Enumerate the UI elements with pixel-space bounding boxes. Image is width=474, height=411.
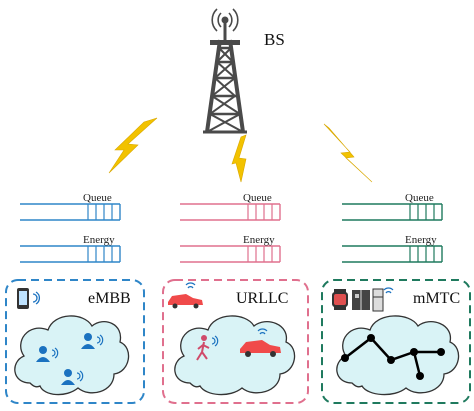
queue-buffer-icon: Energy: [342, 234, 443, 263]
appliance-icon: [372, 288, 384, 312]
network-node-icon: [341, 354, 349, 362]
slice-frame: [5, 279, 145, 404]
queue-label: Queue: [405, 192, 434, 204]
lightning-icon: [231, 134, 247, 183]
queue-buffer-icon: Queue: [180, 192, 281, 221]
coverage-cloud: [174, 315, 296, 396]
energy-label: Energy: [243, 234, 275, 246]
slice-frame: [162, 279, 309, 404]
smartphone-icon: [17, 288, 40, 309]
queue-buffer-icon: Queue: [20, 192, 121, 221]
base-station: BS: [203, 8, 285, 134]
refrigerator-icon: [352, 290, 370, 310]
lightning-icon: [108, 117, 158, 174]
slice-urllc: URLLC: [162, 279, 309, 404]
bs-label: BS: [264, 30, 285, 49]
antenna-tower-icon: [203, 8, 247, 134]
queue-label: Queue: [243, 192, 272, 204]
network-node-icon: [416, 372, 424, 380]
slice-title-urllc: URLLC: [236, 290, 288, 307]
iot-network: [341, 334, 445, 380]
energy-label: Energy: [83, 234, 115, 246]
slice-embb: eMBB: [5, 279, 145, 404]
slice-title-mmtc: mMTC: [413, 290, 460, 307]
slice-mmtc: mMTC: [321, 279, 471, 404]
wifi-icon: [383, 287, 394, 294]
user-icon: [36, 346, 59, 362]
queue-buffer-icon: Energy: [20, 234, 121, 263]
queue-label: Queue: [83, 192, 112, 204]
slice-title-embb: eMBB: [88, 290, 131, 307]
energy-label: Energy: [405, 234, 437, 246]
queue-buffer-icon: Energy: [180, 234, 281, 263]
pedestrian-icon: [196, 335, 219, 361]
network-node-icon: [387, 356, 395, 364]
lightning-icon: [323, 123, 373, 183]
user-icon: [61, 369, 84, 385]
coverage-cloud: [336, 315, 460, 396]
network-node-icon: [437, 348, 445, 356]
network-node-icon: [410, 348, 418, 356]
queue-buffer-icon: Queue: [342, 192, 443, 221]
user-icon: [81, 333, 104, 349]
wireless-links: [108, 117, 373, 183]
smartwatch-icon: [332, 289, 348, 310]
car-icon: [168, 282, 203, 309]
car-icon: [240, 328, 281, 357]
network-node-icon: [367, 334, 375, 342]
